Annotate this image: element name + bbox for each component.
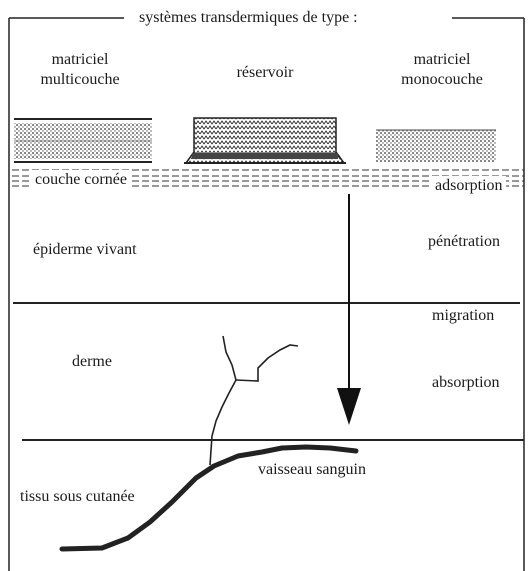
- system-multilayer-label: matriciel multicouche: [20, 50, 140, 90]
- migration-label: migration: [432, 306, 494, 326]
- dermis-label: derme: [72, 352, 112, 372]
- diffusion-arrow: [337, 194, 361, 425]
- capillary-network: [210, 336, 236, 465]
- adsorption-label: adsorption: [432, 176, 506, 196]
- penetration-label: pénétration: [428, 232, 500, 252]
- capillary-branch: [236, 345, 298, 381]
- stratum-corneum-label: couche cornée: [32, 170, 130, 190]
- monolayer-patch: [376, 130, 496, 162]
- absorption-label: absorption: [432, 373, 500, 393]
- reservoir-patch: [184, 118, 346, 163]
- living-epidermis-label: épiderme vivant: [33, 240, 137, 260]
- diagram-title: systèmes transdermiques de type :: [136, 8, 361, 28]
- subcutaneous-label: tissu sous cutanée: [20, 487, 135, 507]
- system-monolayer-label: matriciel monocouche: [378, 50, 506, 90]
- system-reservoir-label: réservoir: [210, 63, 320, 83]
- multilayer-patch: [14, 119, 152, 162]
- blood-vessel-label: vaisseau sanguin: [258, 460, 366, 480]
